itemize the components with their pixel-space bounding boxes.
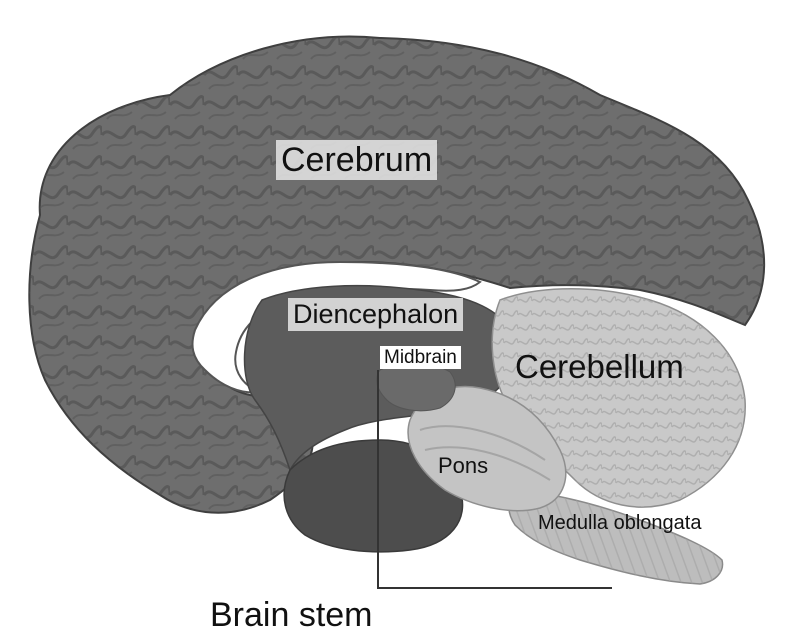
label-cerebrum: Cerebrum — [276, 140, 437, 180]
label-cerebellum: Cerebellum — [515, 350, 684, 383]
label-brain-stem: Brain stem — [210, 598, 373, 632]
label-pons: Pons — [438, 455, 488, 477]
label-midbrain: Midbrain — [380, 346, 461, 369]
label-medulla-oblongata: Medulla oblongata — [538, 513, 701, 533]
label-diencephalon: Diencephalon — [288, 298, 463, 331]
